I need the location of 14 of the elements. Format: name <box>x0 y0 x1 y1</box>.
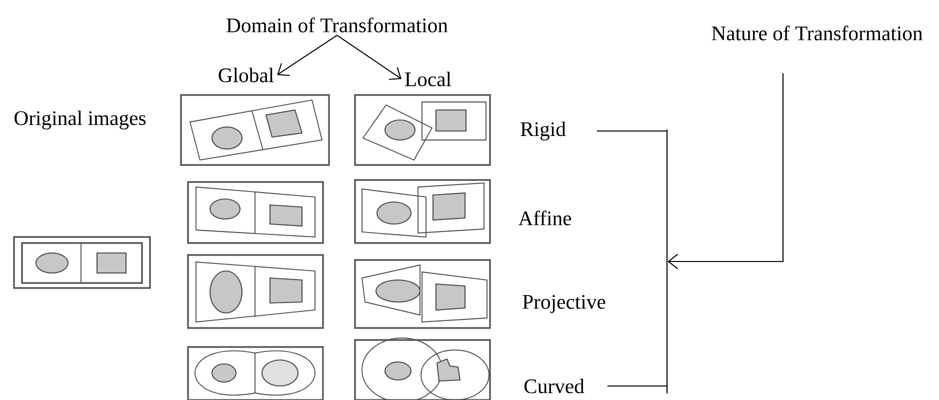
arrow <box>277 34 338 76</box>
heading-text: Affine <box>518 210 572 226</box>
heading-text: Nature of Transformation <box>712 26 923 40</box>
arrow <box>668 73 784 270</box>
label: Original images <box>14 110 146 130</box>
connector-line <box>596 129 668 132</box>
heading-text: Global <box>218 68 274 82</box>
heading-text: Curved <box>524 378 584 394</box>
heading-text: Rigid <box>520 122 566 140</box>
connector-line <box>607 385 668 394</box>
heading-text: Local <box>405 72 452 86</box>
heading-text: Projective <box>522 294 606 314</box>
arrow <box>336 34 402 80</box>
heading-text: Domain of Transformation <box>226 18 448 32</box>
